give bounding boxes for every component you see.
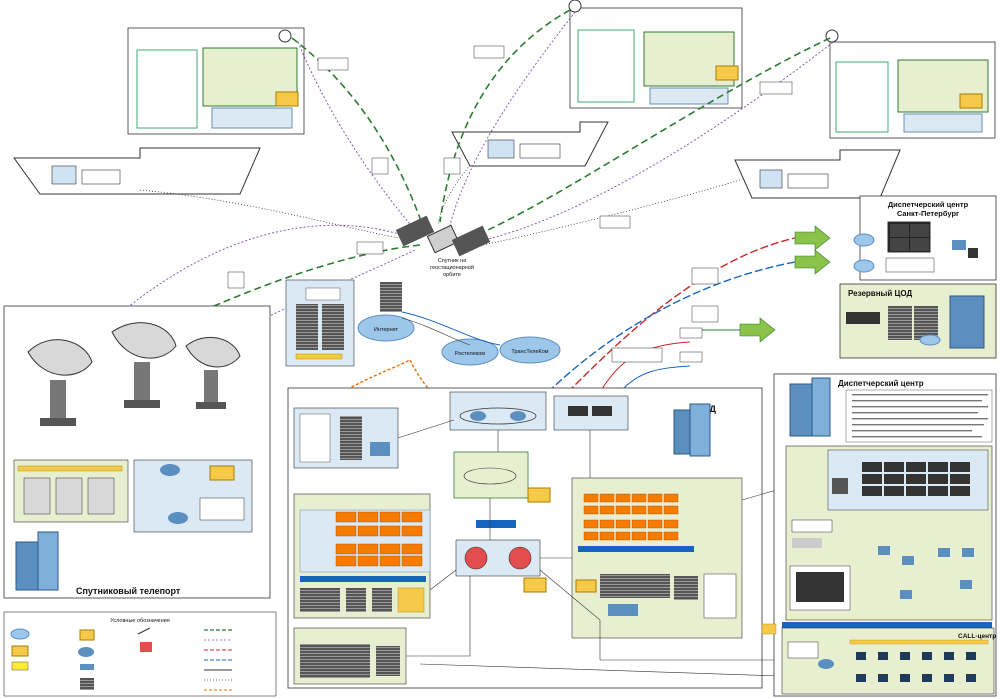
cloud-rostelecom (441, 338, 499, 366)
server-blades-left (335, 511, 423, 567)
dispatch-spb-title-1: Диспетчерский центр (888, 200, 969, 209)
satellite-label-1: Спутник на (438, 258, 467, 264)
legend-symbols (10, 627, 232, 691)
cloud-internet-label: Интернет (374, 327, 398, 333)
call-operators (856, 652, 976, 682)
dish-antennas (27, 322, 241, 426)
building-teleport-icon (15, 531, 59, 591)
ship-left (13, 27, 305, 195)
call-center-zone (781, 627, 995, 695)
arrow-spb-1 (794, 225, 831, 251)
legend-zone (3, 611, 277, 697)
video-wall (862, 462, 970, 496)
teleport-title: Спутниковый телепорт (76, 586, 181, 596)
cloud-transtelecom (499, 336, 561, 364)
satellite-label-3: орбите (443, 272, 461, 278)
cloud-internet (357, 314, 415, 342)
dispatch-spb-title-2: Санкт-Петербург (897, 209, 959, 218)
legend-title: Условные обозначения (110, 618, 169, 624)
cloud-rostelecom-label: Ростелеком (455, 351, 485, 357)
dispatch-center-title: Диспетчерский центр (838, 379, 924, 388)
ship-right (734, 29, 996, 199)
satellite-icon (395, 215, 491, 257)
server-blades-right (583, 493, 679, 541)
arrow-spb-2 (794, 249, 831, 275)
arrow-reserve (739, 317, 776, 343)
ship-center (451, 0, 743, 167)
operator-workstations (878, 546, 974, 599)
cloud-transtelecom-label: ТрансТелеКом (511, 349, 548, 355)
dc-connections (397, 419, 800, 677)
satellite-label-2: геостационарной (430, 264, 474, 271)
dispatch-notes (852, 394, 988, 438)
call-center-title: CALL-центр (958, 633, 996, 640)
reserve-dc-title: Резервный ЦОД (848, 289, 912, 298)
wan-annotations (611, 267, 719, 363)
